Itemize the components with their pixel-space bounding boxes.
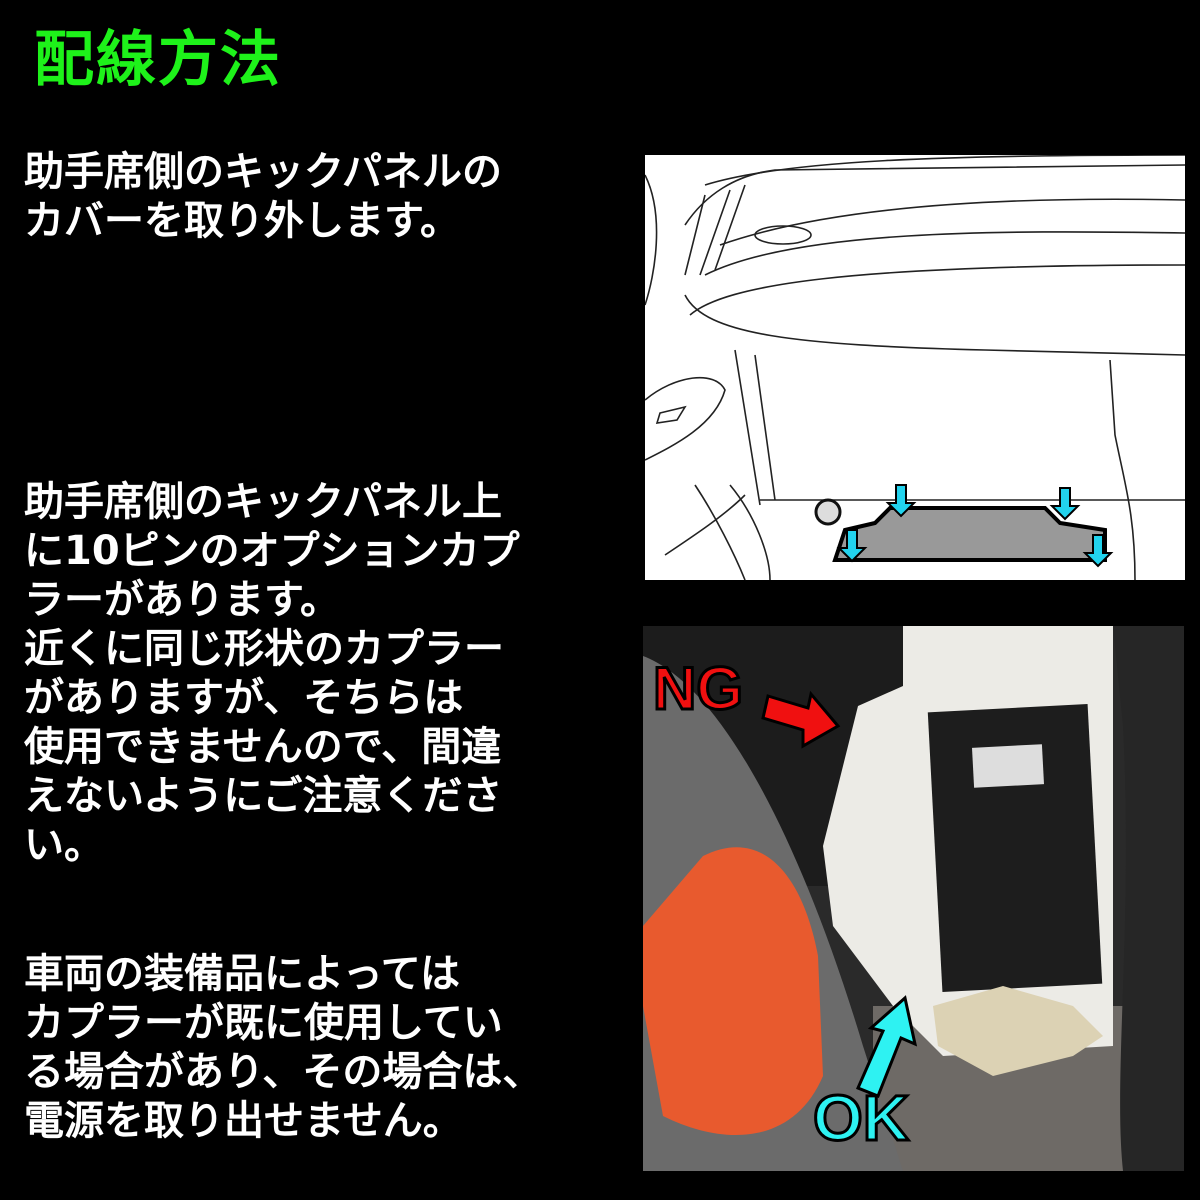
step-1-text: 助手席側のキックパネルの カバーを取り外します。 — [24, 149, 502, 244]
ng-label: NG — [652, 654, 745, 724]
ok-label: OK — [812, 1081, 911, 1156]
page-title: 配線方法 — [34, 25, 282, 95]
kick-panel-illustration — [645, 155, 1185, 580]
coupler-photo: NG OK — [643, 626, 1184, 1171]
step-3-text: 車両の装備品によっては カプラーが既に使用してい る場合があり、その場合は、 電… — [24, 951, 543, 1144]
step-2-text: 助手席側のキックパネル上 に10ピンのオプションカプ ラーがあります。 近くに同… — [24, 479, 520, 868]
